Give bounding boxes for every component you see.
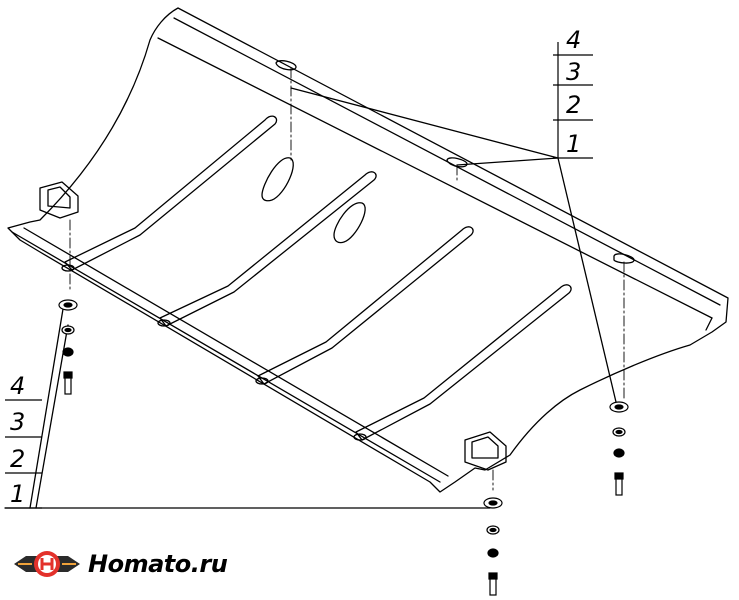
callout-right-1: 1 (566, 130, 581, 158)
fastener-stack-right (609, 401, 629, 496)
callout-left-1: 1 (10, 480, 25, 508)
plate-outline (7, 7, 729, 493)
rib (159, 171, 377, 327)
callout-right-2: 2 (566, 91, 581, 119)
callout-left (5, 399, 42, 509)
hm-emblem-icon (14, 551, 80, 577)
callout-left-3: 3 (10, 408, 25, 436)
rib (355, 284, 572, 441)
oval-hole (261, 157, 294, 202)
mount-hole (61, 264, 75, 272)
callout-right (553, 42, 593, 159)
oval-hole (333, 202, 366, 244)
mount-bracket (39, 181, 79, 219)
fastener-stack-left (58, 299, 78, 395)
mount-hole (157, 319, 171, 327)
mount-bracket (464, 431, 507, 471)
rib (64, 115, 278, 271)
callout-right-4: 4 (566, 26, 581, 54)
brand-logo[interactable]: Homato.ru (12, 546, 228, 582)
callout-right-3: 3 (566, 58, 581, 86)
slot (275, 60, 297, 71)
fastener-stack-bottom (483, 497, 503, 596)
slot (613, 253, 635, 264)
rib (257, 226, 474, 385)
brand-name: Homato.ru (88, 550, 228, 578)
callout-left-4: 4 (10, 372, 25, 400)
callout-left-2: 2 (10, 445, 25, 473)
mount-hole (353, 433, 367, 441)
mount-hole (255, 377, 269, 385)
